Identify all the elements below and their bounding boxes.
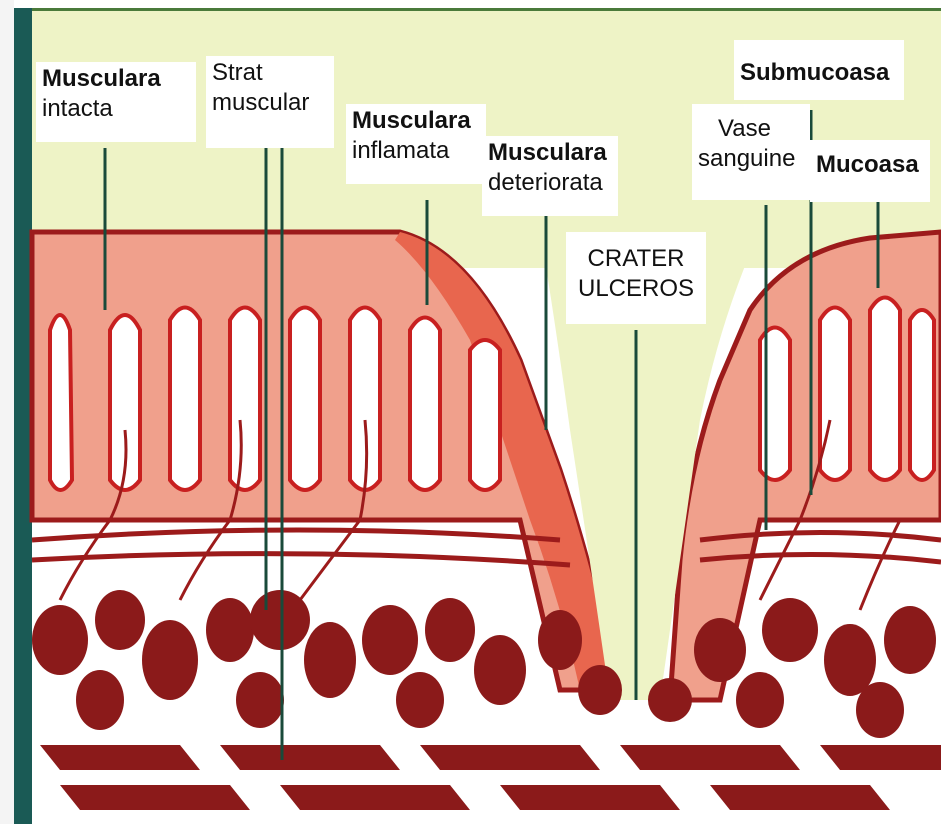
left-frame-bar [14,8,32,824]
label-crater-ulceros: CRATER ULCEROS [566,232,706,324]
label-vase-line2: sanguine [698,144,804,174]
label-musculara-inflamata-bold: Musculara [352,106,480,136]
label-musculara-intacta: Musculara intacta [36,62,196,142]
label-mucoasa: Mucoasa [810,140,930,202]
label-musculara-intacta-text: intacta [42,94,190,124]
label-crater-line1: CRATER [572,244,700,274]
label-musculara-inflamata-text: inflamata [352,136,480,166]
label-musculara-deteriorata-text: deteriorata [488,168,612,198]
label-submucoasa-bold: Submucoasa [740,58,898,88]
label-strat-muscular-line1: Strat [212,58,328,88]
label-strat-muscular-line2: muscular [212,88,328,118]
label-strat-muscular: Strat muscular [206,56,334,148]
label-mucoasa-bold: Mucoasa [816,150,924,180]
top-frame-line [32,8,941,11]
label-vase-sanguine: Vase sanguine [692,104,810,200]
label-submucoasa: Submucoasa [734,40,904,100]
label-musculara-intacta-bold: Musculara [42,64,190,94]
label-musculara-deteriorata: Musculara deteriorata [482,136,618,216]
label-musculara-deteriorata-bold: Musculara [488,138,612,168]
label-musculara-inflamata: Musculara inflamata [346,104,486,184]
label-crater-line2: ULCEROS [572,274,700,304]
label-vase-line1: Vase [698,114,804,144]
left-frame-notches [0,0,14,824]
